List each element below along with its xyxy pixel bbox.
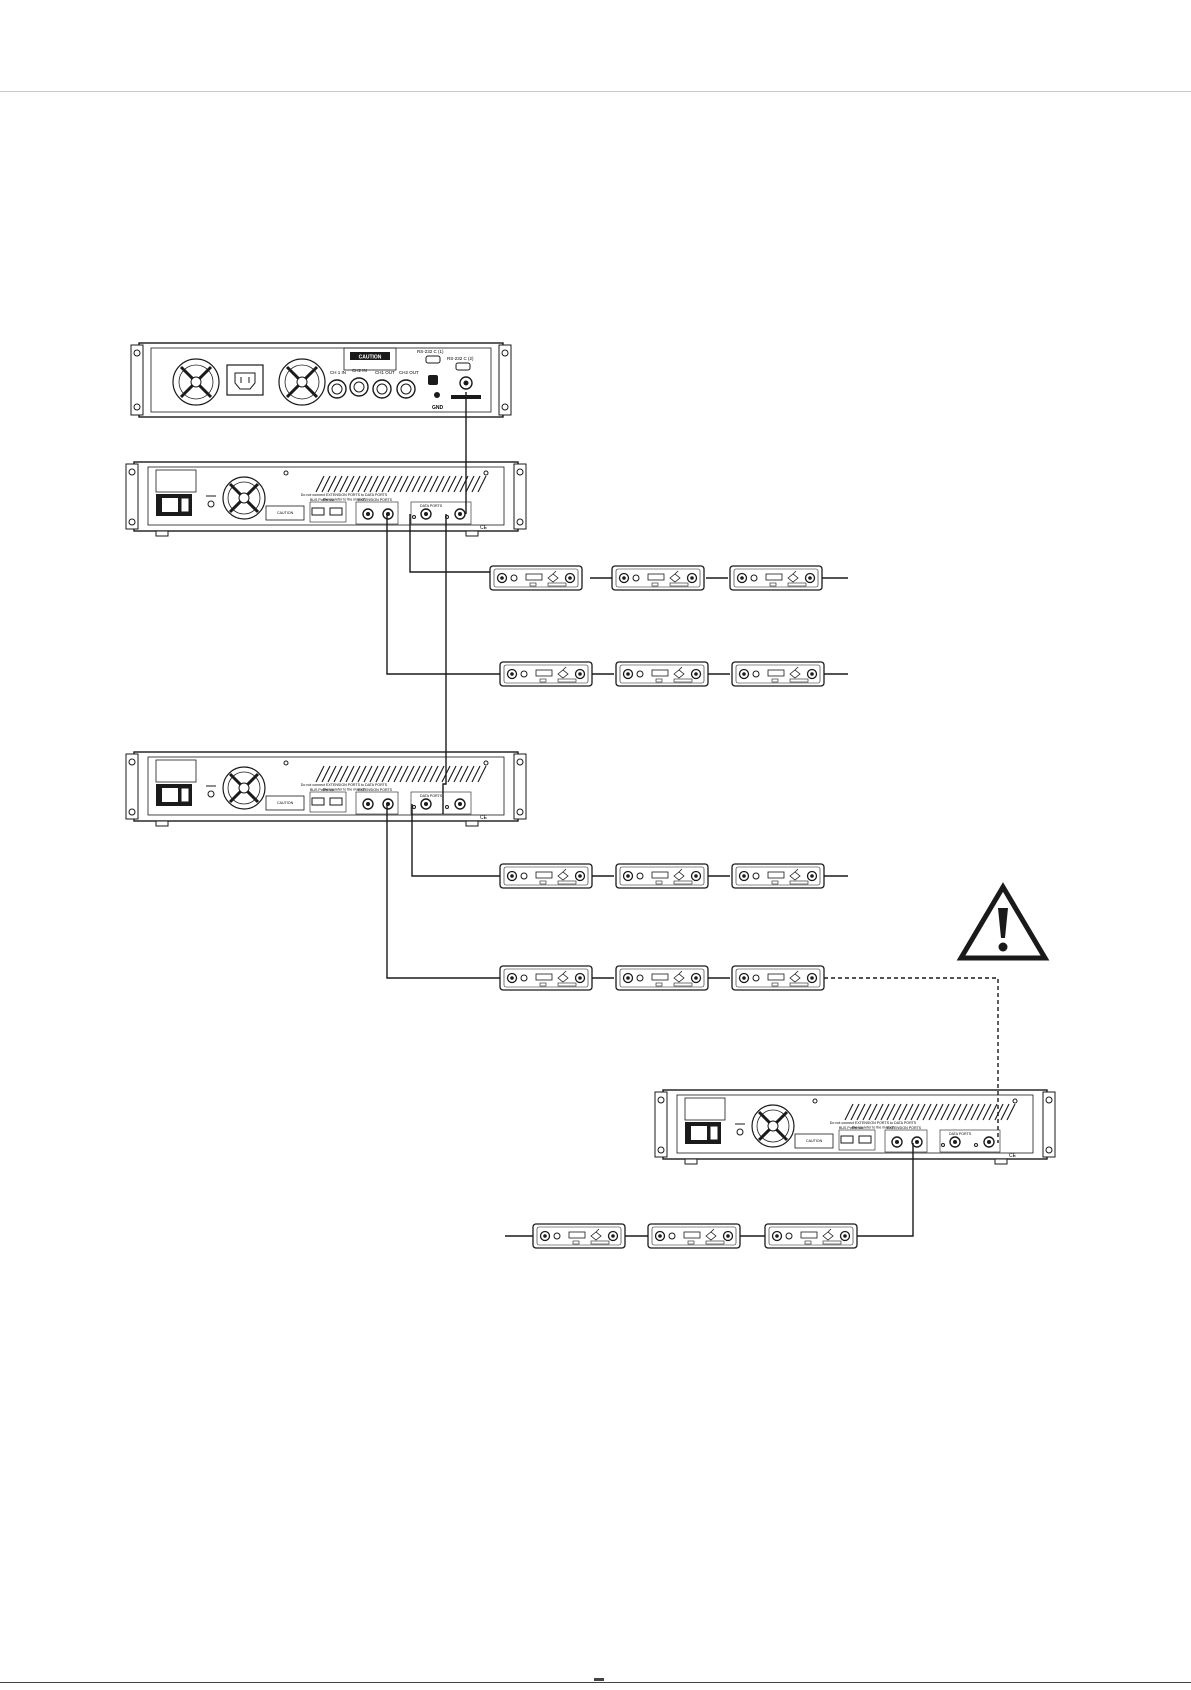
- power-unit-caution: CAUTION: [277, 511, 294, 515]
- power-unit-notice-sub: Please refer to the manual: [323, 788, 365, 792]
- power-unit-notice-sub: Please refer to the manual: [852, 1126, 894, 1130]
- xlr-connector-icon: [396, 379, 416, 399]
- xlr-connector-icon: [372, 379, 392, 399]
- ch1-out-label: CH1 OUT: [375, 370, 395, 375]
- module-row-2: [499, 661, 825, 687]
- power-inlet-icon: [226, 364, 264, 396]
- power-unit-notice-sub: Please refer to the manual: [323, 498, 365, 502]
- ce-mark: CE: [480, 525, 488, 531]
- cable-pu2-ext-row3: [411, 804, 500, 877]
- fan-icon: [172, 358, 220, 406]
- bnc-connector-icon: [459, 376, 473, 390]
- power-unit-2: Do not connect EXTENSION PORTS to DATA P…: [124, 750, 528, 828]
- cable-pu3-ext-row5: [857, 1143, 914, 1237]
- power-unit-notice: Do not connect EXTENSION PORTS to DATA P…: [830, 1121, 917, 1125]
- warning-triangle-icon: [956, 882, 1050, 961]
- cable-forbidden-dashed: [824, 977, 999, 1143]
- rs232-2-label: RS-232 C (2): [447, 356, 474, 361]
- data-ports-label: DATA PORTS: [949, 1132, 972, 1136]
- rs232-1-label: RS-232 C (1): [417, 349, 444, 354]
- power-unit-caution: CAUTION: [806, 1139, 823, 1143]
- ch2-out-label: CH2 OUT: [399, 370, 419, 375]
- cable-data-chain: [442, 514, 447, 814]
- extension-ports-label: EXTENSION PORTS: [358, 788, 393, 792]
- module-row-4: [499, 965, 825, 991]
- power-unit-caution: CAUTION: [277, 801, 294, 805]
- ce-mark: CE: [1009, 1153, 1017, 1159]
- bus-power-label: BUS Power out: [310, 498, 335, 502]
- cable-pu1-ext-row1: [409, 514, 490, 573]
- controller-unit: CAUTION RS-232 C (1) RS-232 C (2) CH 1 I…: [130, 342, 512, 418]
- module-row-5: [532, 1223, 858, 1249]
- bus-power-label: BUS Power out: [310, 788, 335, 792]
- data-ports-label: DATA PORTS: [420, 794, 443, 798]
- module-row-1: [489, 565, 823, 591]
- controller-caution-label: CAUTION: [359, 355, 382, 361]
- power-unit-notice: Do not connect EXTENSION PORTS to DATA P…: [301, 493, 388, 497]
- ce-mark: CE: [480, 815, 488, 821]
- data-ports-label: DATA PORTS: [420, 504, 443, 508]
- cable-pu2-ext-row4: [386, 804, 500, 979]
- footer-mark: [594, 1678, 604, 1681]
- cables: [386, 392, 914, 1237]
- bus-power-label: BUS Power out: [839, 1126, 864, 1130]
- fan-icon: [278, 358, 326, 406]
- ch1-in-label: CH 1 IN: [330, 370, 346, 375]
- header-rule: [0, 91, 1191, 92]
- cable-pu1-ext-row2: [386, 514, 500, 675]
- footer-rule: [0, 1682, 1191, 1683]
- gnd-label: GND: [432, 405, 444, 411]
- ch2-in-label: CH2 IN: [352, 368, 367, 373]
- xlr-connector-icon: [349, 377, 369, 397]
- power-unit-1: Do not connect EXTENSION PORTS to DATA P…: [124, 460, 528, 538]
- module-row-3: [499, 863, 825, 889]
- power-unit-3: Do not connect EXTENSION PORTS to DATA P…: [653, 1088, 1057, 1166]
- power-unit-notice: Do not connect EXTENSION PORTS to DATA P…: [301, 783, 388, 787]
- extension-ports-label: EXTENSION PORTS: [358, 498, 393, 502]
- extension-ports-label: EXTENSION PORTS: [887, 1126, 922, 1130]
- xlr-connector-icon: [327, 379, 347, 399]
